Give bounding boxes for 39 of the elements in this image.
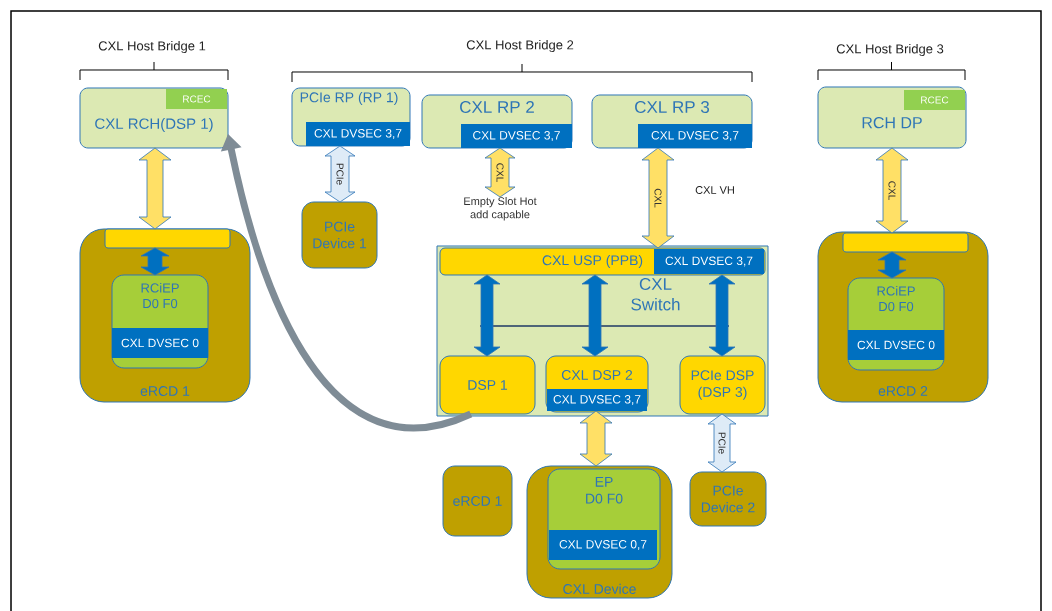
dvsec-band: CXL DVSEC 3,7 xyxy=(654,249,764,274)
double-arrow xyxy=(708,274,736,357)
dvsec-band: CXL DVSEC 0 xyxy=(112,328,208,358)
double-arrow xyxy=(484,147,516,198)
dvsec-band: CXL DVSEC 3,7 xyxy=(547,389,647,411)
link-label: CXL VH xyxy=(695,186,734,194)
bracket-label: CXL Host Bridge 1 xyxy=(98,40,206,54)
edge-label: CXL xyxy=(654,188,662,208)
slot-note: Empty Slot Hot add capable xyxy=(464,197,537,221)
bracket-label: CXL Host Bridge 3 xyxy=(836,43,944,57)
double-arrow xyxy=(473,274,501,357)
port-box: DSP 1 xyxy=(439,355,536,415)
double-arrow xyxy=(641,147,675,249)
device-box: eRCD 1 xyxy=(442,465,513,537)
rcec-tag: RCEC xyxy=(904,90,965,110)
double-arrow xyxy=(324,145,356,203)
edge-label: PCIe xyxy=(718,432,726,454)
dvsec-band: CXL DVSEC 0,7 xyxy=(549,530,657,560)
double-arrow xyxy=(707,413,737,473)
dvsec-band: CXL DVSEC 3,7 xyxy=(306,122,410,146)
dvsec-band: CXL DVSEC 3,7 xyxy=(461,124,572,148)
port-bar xyxy=(842,232,969,253)
double-arrow xyxy=(875,147,909,234)
port-box: PCIe DSP (DSP 3) xyxy=(679,355,766,415)
dvsec-band: CXL DVSEC 3,7 xyxy=(638,124,752,148)
rcec-tag: RCEC xyxy=(166,89,227,109)
edge-label: CXL xyxy=(888,181,896,200)
double-arrow xyxy=(581,274,609,357)
port-bar xyxy=(104,228,231,249)
double-arrow xyxy=(579,410,613,467)
double-arrow xyxy=(138,147,172,230)
device-box: PCIe Device 2 xyxy=(689,471,767,527)
double-arrow xyxy=(877,251,907,279)
edge-label: PCIe xyxy=(336,163,344,185)
edge-label: CXL xyxy=(496,163,504,182)
bracket-label: CXL Host Bridge 2 xyxy=(466,39,574,53)
double-arrow xyxy=(140,247,170,276)
device-box: PCIe Device 1 xyxy=(301,201,378,269)
dvsec-band: CXL DVSEC 0 xyxy=(848,330,944,360)
